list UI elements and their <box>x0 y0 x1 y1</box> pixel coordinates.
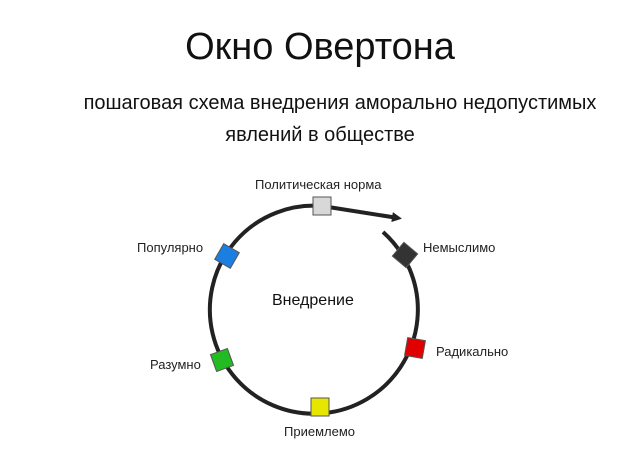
subtitle-line-1: пошаговая схема внедрения аморально недо… <box>83 92 597 114</box>
stage-label-policy: Политическая норма <box>255 177 382 192</box>
stage-marker-popular <box>214 243 240 269</box>
stage-marker-acceptable <box>310 397 330 417</box>
stage-label-unthinkable: Немыслимо <box>423 240 496 255</box>
center-label: Внедрение <box>272 292 354 309</box>
stage-marker-sensible <box>209 347 235 373</box>
stage-label-radical: Радикально <box>436 344 509 359</box>
page-title: Окно Овертона <box>185 26 455 68</box>
stage-marker-policy <box>312 196 332 216</box>
stage-marker-unthinkable <box>391 241 419 269</box>
stage-label-acceptable: Приемлемо <box>284 424 355 439</box>
cycle-arc <box>207 203 420 416</box>
stage-label-sensible: Разумно <box>150 357 201 372</box>
stage-label-popular: Популярно <box>137 240 204 255</box>
subtitle-line-2: явлений в обществе <box>225 124 415 146</box>
stage-marker-radical <box>403 336 427 360</box>
